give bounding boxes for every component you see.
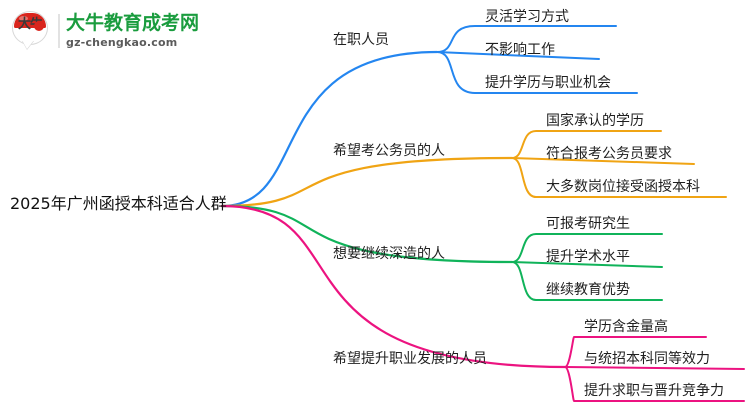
branch-civil-servant-leaf-1-wire bbox=[511, 130, 662, 159]
branch-career-label[interactable]: 希望提升职业发展的人员 bbox=[333, 351, 487, 367]
root-node[interactable]: 2025年广州函授本科适合人群 bbox=[10, 194, 227, 213]
branch-employed-leaf-1-wire bbox=[436, 25, 617, 53]
branch-employed-trunk bbox=[220, 50, 439, 208]
branch-employed-label[interactable]: 在职人员 bbox=[333, 32, 389, 48]
branch-further-study-leaf-1-wire bbox=[511, 233, 663, 263]
branch-employed-leaf-1[interactable]: 灵活学习方式 bbox=[485, 9, 569, 25]
branch-further-study-leaf-3-wire bbox=[511, 261, 663, 301]
branch-civil-servant-leaf-3-wire bbox=[511, 157, 727, 198]
branch-further-study-leaf-1[interactable]: 可报考研究生 bbox=[546, 216, 630, 232]
logo-title: 大牛教育成考网 bbox=[66, 12, 200, 34]
branch-further-study-label[interactable]: 想要继续深造的人 bbox=[333, 246, 445, 262]
branch-career-leaf-1-wire bbox=[564, 336, 707, 368]
logo-mark-icon: 大牛 bbox=[10, 9, 52, 53]
branch-employed-leaf-2-wire bbox=[436, 51, 600, 60]
branch-further-study-leaf-2[interactable]: 提升学术水平 bbox=[546, 249, 630, 265]
logo-subtitle: gz-chengkao.com bbox=[66, 36, 178, 49]
branch-further-study-leaf-3[interactable]: 继续教育优势 bbox=[546, 282, 630, 298]
branch-career-trunk bbox=[220, 204, 567, 369]
branch-further-study-trunk bbox=[220, 204, 514, 264]
site-logo: 大牛 大牛教育成考网 gz-chengkao.com bbox=[10, 6, 199, 56]
branch-career-leaf-1[interactable]: 学历含金量高 bbox=[584, 319, 668, 335]
branch-civil-servant-trunk bbox=[220, 156, 514, 208]
branch-employed-leaf-3[interactable]: 提升学历与职业机会 bbox=[485, 75, 611, 91]
branch-civil-servant-leaf-2[interactable]: 符合报考公务员要求 bbox=[546, 146, 672, 162]
branch-career-leaf-2-wire bbox=[564, 366, 745, 370]
speech-bubble-tail bbox=[22, 40, 34, 49]
branch-career-leaf-3-wire bbox=[564, 366, 745, 402]
branch-further-study-leaf-2-wire bbox=[511, 261, 663, 268]
branch-civil-servant-leaf-1[interactable]: 国家承认的学历 bbox=[546, 113, 644, 129]
logo-red-dot bbox=[34, 21, 44, 31]
branch-employed-leaf-2[interactable]: 不影响工作 bbox=[485, 42, 555, 58]
branch-civil-servant-label[interactable]: 希望考公务员的人 bbox=[333, 143, 445, 159]
logo-divider bbox=[58, 14, 60, 48]
branch-employed-leaf-3-wire bbox=[436, 51, 638, 94]
branch-career-leaf-3[interactable]: 提升求职与晋升竞争力 bbox=[584, 383, 724, 399]
logo-text-block: 大牛教育成考网 gz-chengkao.com bbox=[66, 12, 200, 49]
branch-career-leaf-2[interactable]: 与统招本科同等效力 bbox=[584, 351, 710, 367]
branch-civil-servant-leaf-3[interactable]: 大多数岗位接受函授本科 bbox=[546, 179, 700, 195]
branch-civil-servant-leaf-2-wire bbox=[511, 157, 695, 165]
